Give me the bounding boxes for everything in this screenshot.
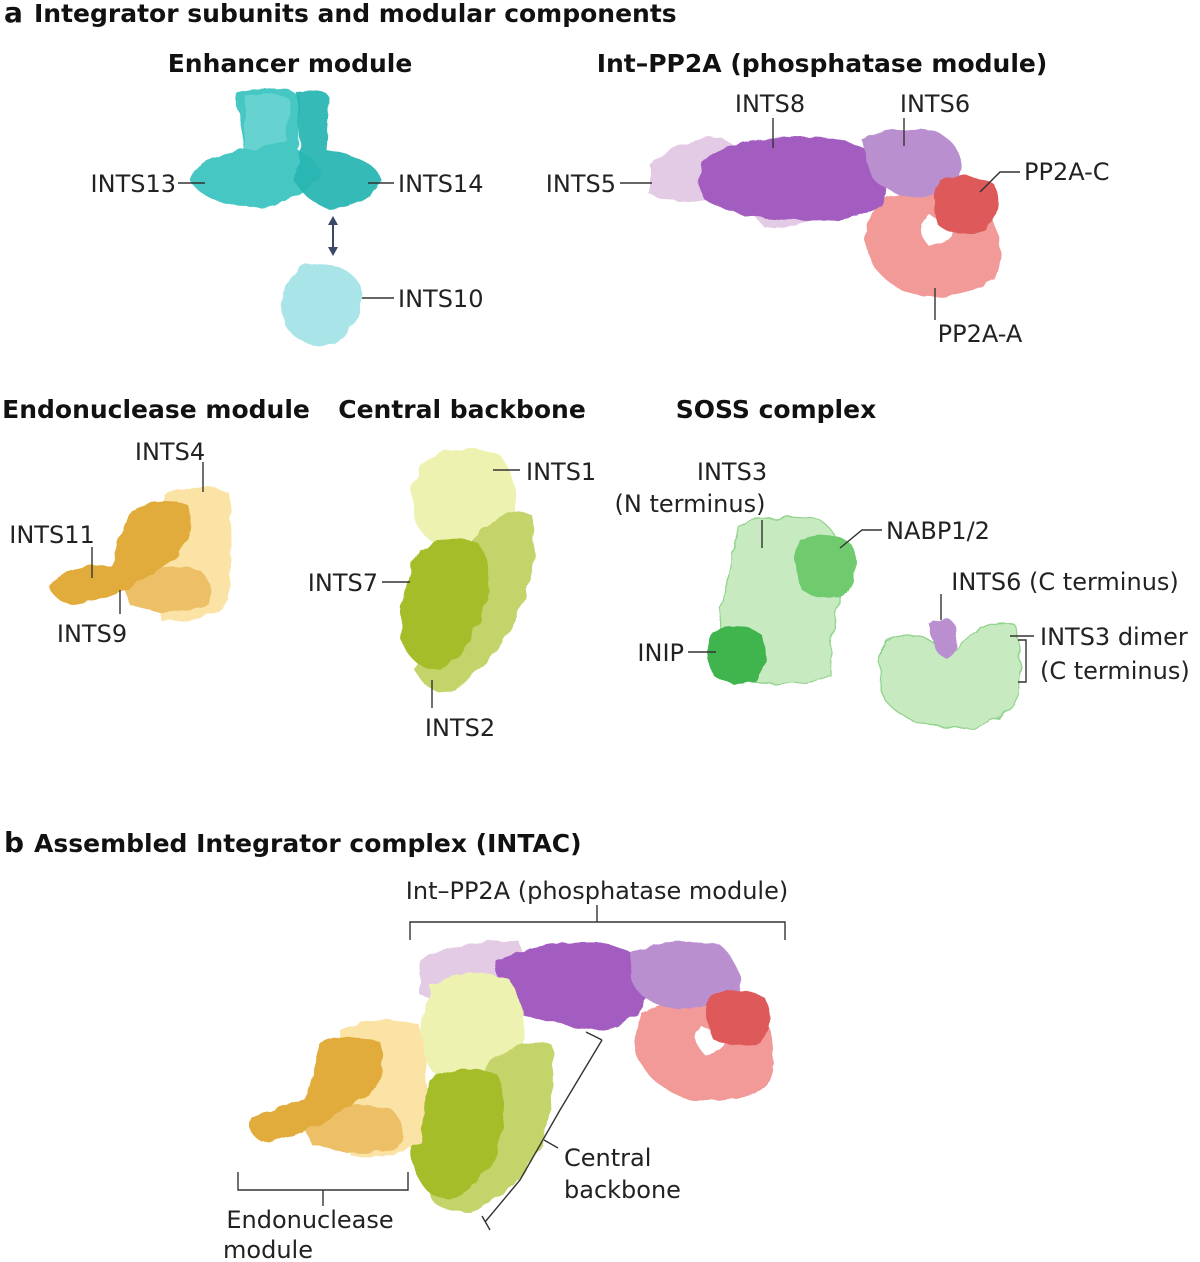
label-ints5: INTS5 [546,170,616,198]
label-inip: INIP [637,639,684,667]
ints14-shape [295,91,382,210]
label-ints3-n-term: (N terminus) [615,490,766,518]
b-ints7-shape [411,1068,505,1200]
ints6-c-shape [930,617,958,660]
label-b-backbone: backbone [564,1176,681,1204]
label-ints14: INTS14 [398,170,483,198]
panel-b-letter: b [4,826,24,859]
ints8-shape [698,136,889,221]
label-ints10: INTS10 [398,285,483,313]
backbone-module: Central backbone INTS1 INTS7 INTS2 [308,395,596,742]
b-ints8-shape [495,941,649,1030]
label-b-module: module [223,1236,313,1262]
enhancer-module-title: Enhancer module [168,49,413,78]
arrow-up-head [328,216,338,225]
label-ints4: INTS4 [135,438,205,466]
arrow-down-head [328,247,338,256]
label-ints9: INTS9 [57,620,127,648]
soss-module-title: SOSS complex [676,395,876,424]
label-b-phosphatase: Int–PP2A (phosphatase module) [406,877,788,905]
ints11-shape [50,501,191,605]
intac-assembly: Int–PP2A (phosphatase module) Central ba… [223,877,788,1262]
endonuclease-bracket [237,1172,409,1191]
pp2a-c-shape [934,176,999,234]
label-pp2a-c: PP2A-C [1024,158,1110,186]
b-ints6-shape [630,941,740,1009]
enhancer-top-highlight [245,93,290,150]
label-ints7: INTS7 [308,569,378,597]
endonuclease-module: Endonuclease module INTS4 INTS11 INTS9 [2,395,310,648]
b-pp2a-c-shape [706,990,770,1046]
panel-b-title: Assembled Integrator complex (INTAC) [34,829,582,858]
inip-shape [707,626,766,684]
ints10-shape [282,264,362,346]
nabp-shape [795,535,857,599]
label-ints6: INTS6 [900,90,970,118]
endonuclease-module-title: Endonuclease module [2,395,310,424]
ints7-shape [400,538,489,670]
backbone-module-title: Central backbone [338,395,586,424]
label-ints3-c-term: (C terminus) [1040,657,1190,685]
phosphatase-module-title: Int–PP2A (phosphatase module) [597,49,1048,78]
label-ints6-c-term: INTS6 (C terminus) [951,568,1179,596]
label-ints2: INTS2 [425,714,495,742]
label-b-endonuclease: Endonuclease [226,1206,393,1234]
label-ints8: INTS8 [735,90,805,118]
soss-module: SOSS complex INTS3 (N terminus) NABP1/2 … [615,395,1190,729]
phosphatase-bracket [409,921,786,940]
label-ints3-dimer: INTS3 dimer [1040,623,1188,651]
b-ints11-shape [249,1036,383,1142]
enhancer-module: Enhancer module INTS13 INTS14 INTS10 [91,49,483,346]
label-b-central: Central [564,1144,651,1172]
label-ints13: INTS13 [91,170,176,198]
phosphatase-module: Int–PP2A (phosphatase module) INTS8 INTS… [546,49,1110,348]
panel-a-letter: a [4,0,23,29]
label-ints3: INTS3 [697,458,767,486]
panel-a-title: Integrator subunits and modular componen… [34,0,677,28]
label-pp2a-a: PP2A-A [938,320,1023,348]
ints6-shape [862,128,962,198]
label-nabp: NABP1/2 [886,517,990,545]
label-ints1: INTS1 [526,458,596,486]
label-ints11: INTS11 [9,521,94,549]
